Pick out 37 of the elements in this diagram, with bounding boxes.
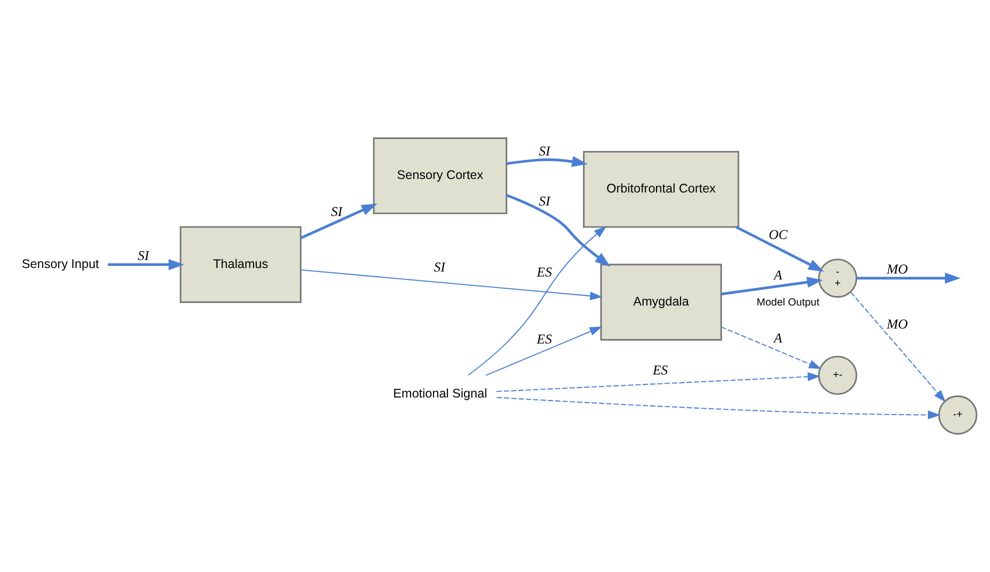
arrow <box>300 269 603 300</box>
node-box: Amygdala <box>600 264 722 341</box>
edge-label: ES <box>536 264 552 280</box>
edge-label: SI <box>538 143 550 158</box>
edge-label: ES <box>536 331 552 346</box>
arrow <box>721 326 822 369</box>
arrow <box>108 259 184 270</box>
edge-label: A <box>774 330 782 346</box>
edge-label: MO <box>886 261 908 276</box>
node-circle: -+ <box>938 395 978 435</box>
node-label: Model Output <box>756 297 820 308</box>
edge-label: SI <box>138 248 150 263</box>
arrow <box>506 156 588 167</box>
edge-label: ES <box>652 362 668 378</box>
arrow <box>736 226 824 272</box>
node-circle: - + <box>818 258 858 298</box>
arrow <box>856 272 961 284</box>
arrow <box>496 372 820 392</box>
edge-label: SI <box>434 259 446 274</box>
node-text: Sensory Input <box>22 256 100 271</box>
arrow <box>506 194 610 267</box>
edge-label: OC <box>768 226 788 242</box>
arrow <box>486 326 602 376</box>
arrow <box>468 226 607 376</box>
arrow <box>496 396 940 420</box>
arrow <box>850 292 946 402</box>
edge-label: SI <box>538 193 550 208</box>
node-text: Emotional Signal <box>393 386 488 400</box>
arrow <box>300 204 378 240</box>
node-box: Thalamus <box>180 226 302 303</box>
edge-label: A <box>774 268 782 283</box>
arrow <box>721 276 823 296</box>
edge-label: MO <box>886 316 908 332</box>
node-box: Sensory Cortex <box>373 137 508 214</box>
node-box: Orbitofrontal Cortex <box>583 150 740 228</box>
node-circle: +- <box>818 356 858 395</box>
edge-label: SI <box>330 204 342 219</box>
